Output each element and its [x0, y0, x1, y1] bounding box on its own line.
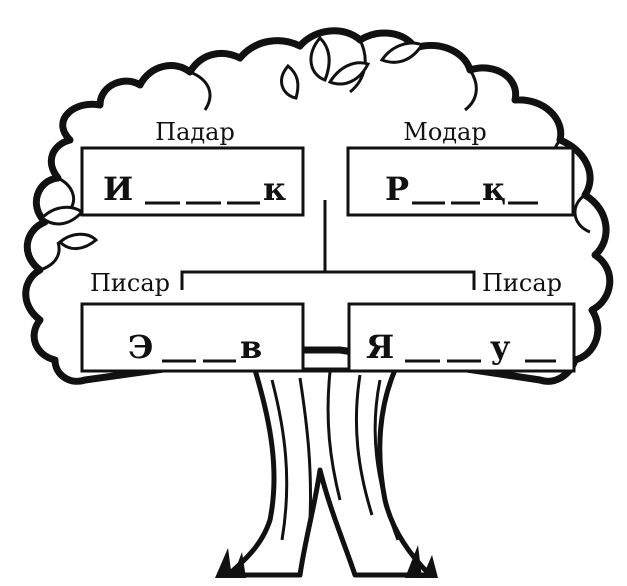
father-last-letter: к: [263, 170, 286, 208]
mother-first-letter: Р: [385, 170, 409, 208]
father-role-label: Падар: [155, 118, 235, 146]
mother-last-letter: қ: [482, 170, 506, 208]
son-right-last-letter: у: [490, 328, 511, 366]
son-left-role-label: Писар: [90, 269, 170, 297]
mother-name-box[interactable]: [348, 148, 573, 215]
father-first-letter: И: [103, 170, 133, 208]
son-right-role-label: Писар: [482, 269, 562, 297]
son-right-first-letter: Я: [366, 328, 394, 366]
son-left-first-letter: Э: [128, 328, 153, 366]
mother-role-label: Модар: [403, 118, 486, 146]
son-left-last-letter: в: [240, 328, 262, 366]
